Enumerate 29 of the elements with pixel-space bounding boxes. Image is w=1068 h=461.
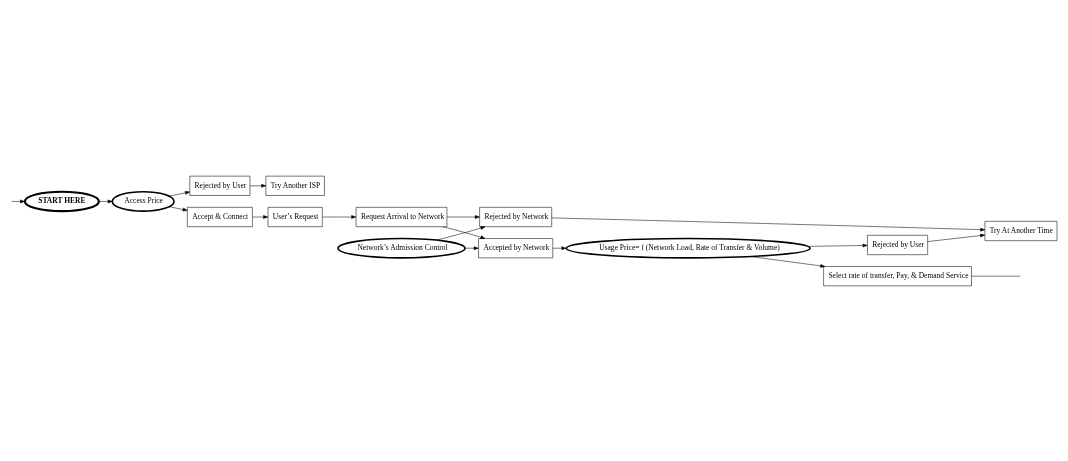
arrow bbox=[322, 214, 357, 219]
node-box: Rejected by User bbox=[867, 234, 928, 255]
arrow bbox=[552, 245, 567, 250]
arrow bbox=[436, 225, 486, 240]
node-box: Rejected by User bbox=[189, 175, 251, 196]
node-ellipse: Access Price bbox=[111, 190, 175, 212]
node-box: Select rate of transfer, Pay, & Demand Service bbox=[823, 265, 972, 286]
node-box: Try Another ISP bbox=[265, 175, 325, 196]
arrow bbox=[168, 205, 188, 211]
arrow bbox=[927, 233, 986, 242]
node-ellipse: Network’s Admission Control bbox=[337, 237, 466, 259]
arrow bbox=[464, 245, 479, 250]
arrow bbox=[98, 199, 113, 203]
node-box: Request Arrival to Network bbox=[355, 206, 448, 227]
arrow bbox=[11, 199, 25, 203]
arrow bbox=[442, 225, 486, 239]
arrow bbox=[750, 255, 826, 268]
arrow bbox=[252, 214, 269, 219]
node-ellipse: START HERE bbox=[23, 190, 100, 212]
node-box: User’s Request bbox=[267, 206, 323, 227]
node-box: Try At Another Time bbox=[984, 220, 1058, 241]
node-box: Accept & Connect bbox=[187, 206, 253, 227]
arrow bbox=[249, 183, 267, 188]
node-ellipse: Usage Price= f (Network Load, Rate of Transfer & Volume) bbox=[565, 237, 811, 259]
arrow bbox=[446, 214, 480, 219]
node-box: Rejected by Network bbox=[479, 206, 552, 227]
arrow bbox=[807, 243, 868, 247]
arrow bbox=[168, 190, 190, 196]
arrow bbox=[551, 217, 986, 231]
